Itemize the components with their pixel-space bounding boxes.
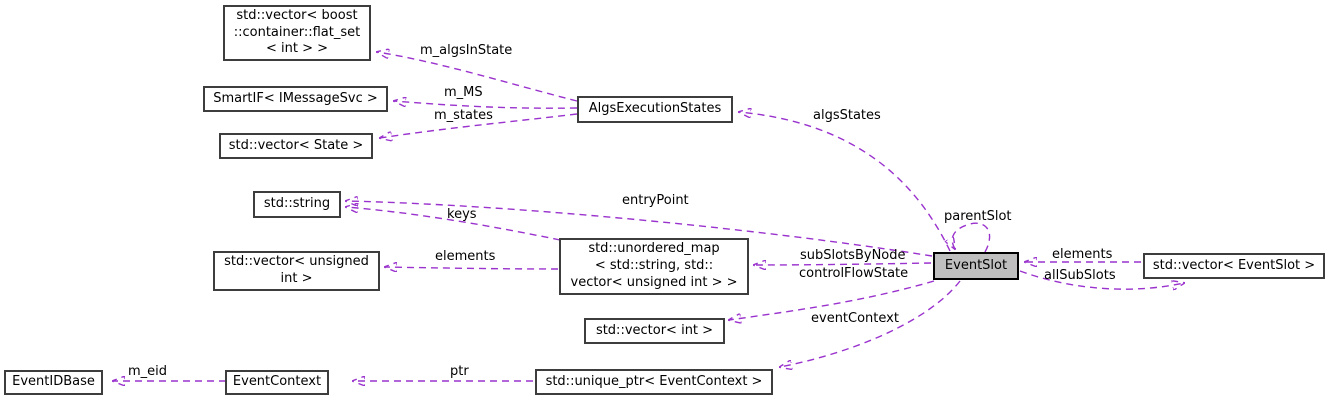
edge-allsubslots	[1019, 271, 1184, 289]
node-std-unordered-map[interactable]: std::unordered_map < std::string, std:: …	[559, 238, 749, 295]
node-event-slot[interactable]: EventSlot	[933, 252, 1019, 280]
edge-label-subslotsbynode: subSlotsByNode	[800, 248, 906, 263]
edge-label-ptr: ptr	[450, 364, 469, 379]
edge-label-elements-vector: elements	[1052, 247, 1113, 262]
node-event-id-base[interactable]: EventIDBase	[4, 370, 103, 395]
edge-parentslot-loop	[952, 222, 991, 252]
edge-algsstates	[739, 112, 951, 252]
edge-label-elements-map: elements	[435, 249, 496, 264]
node-std-unique-ptr-eventcontext[interactable]: std::unique_ptr< EventContext >	[535, 369, 773, 395]
edge-label-m-ms: m_MS	[444, 85, 483, 100]
edge-controlflowstate	[729, 280, 935, 320]
edge-entrypoint	[346, 201, 933, 257]
node-event-context[interactable]: EventContext	[225, 370, 329, 395]
edge-label-m-algsinstate: m_algsInState	[420, 43, 513, 58]
edge-label-controlflowstate: controlFlowState	[799, 266, 909, 281]
edge-label-parentslot: parentSlot	[944, 209, 1012, 224]
edge-elements-map	[385, 267, 559, 269]
edge-label-allsubslots: allSubSlots	[1044, 268, 1116, 283]
edge-label-m-states: m_states	[434, 108, 493, 123]
node-std-vector-unsigned-int[interactable]: std::vector< unsigned int >	[213, 251, 380, 291]
edge-m-algsinstate	[377, 52, 578, 102]
edge-label-keys: keys	[447, 207, 477, 222]
edge-m-states	[380, 113, 578, 138]
edge-subslotsbynode	[754, 263, 932, 265]
edge-keys	[346, 207, 561, 241]
node-std-vector-state[interactable]: std::vector< State >	[219, 133, 373, 159]
node-std-vector-int[interactable]: std::vector< int >	[584, 318, 725, 344]
node-smartif-imessagesvc[interactable]: SmartIF< IMessageSvc >	[203, 86, 388, 112]
node-algs-execution-states[interactable]: AlgsExecutionStates	[577, 96, 733, 123]
edge-label-eventcontext: eventContext	[811, 311, 899, 326]
edge-label-algsstates: algsStates	[813, 108, 881, 123]
node-std-vector-boost-flat-set[interactable]: std::vector< boost ::container::flat_set…	[223, 5, 371, 61]
edge-label-m-eid: m_eid	[128, 364, 168, 379]
edge-m-ms	[394, 101, 578, 108]
edge-label-entrypoint: entryPoint	[622, 193, 689, 208]
node-std-string[interactable]: std::string	[253, 191, 341, 218]
node-std-vector-eventslot[interactable]: std::vector< EventSlot >	[1143, 253, 1325, 279]
